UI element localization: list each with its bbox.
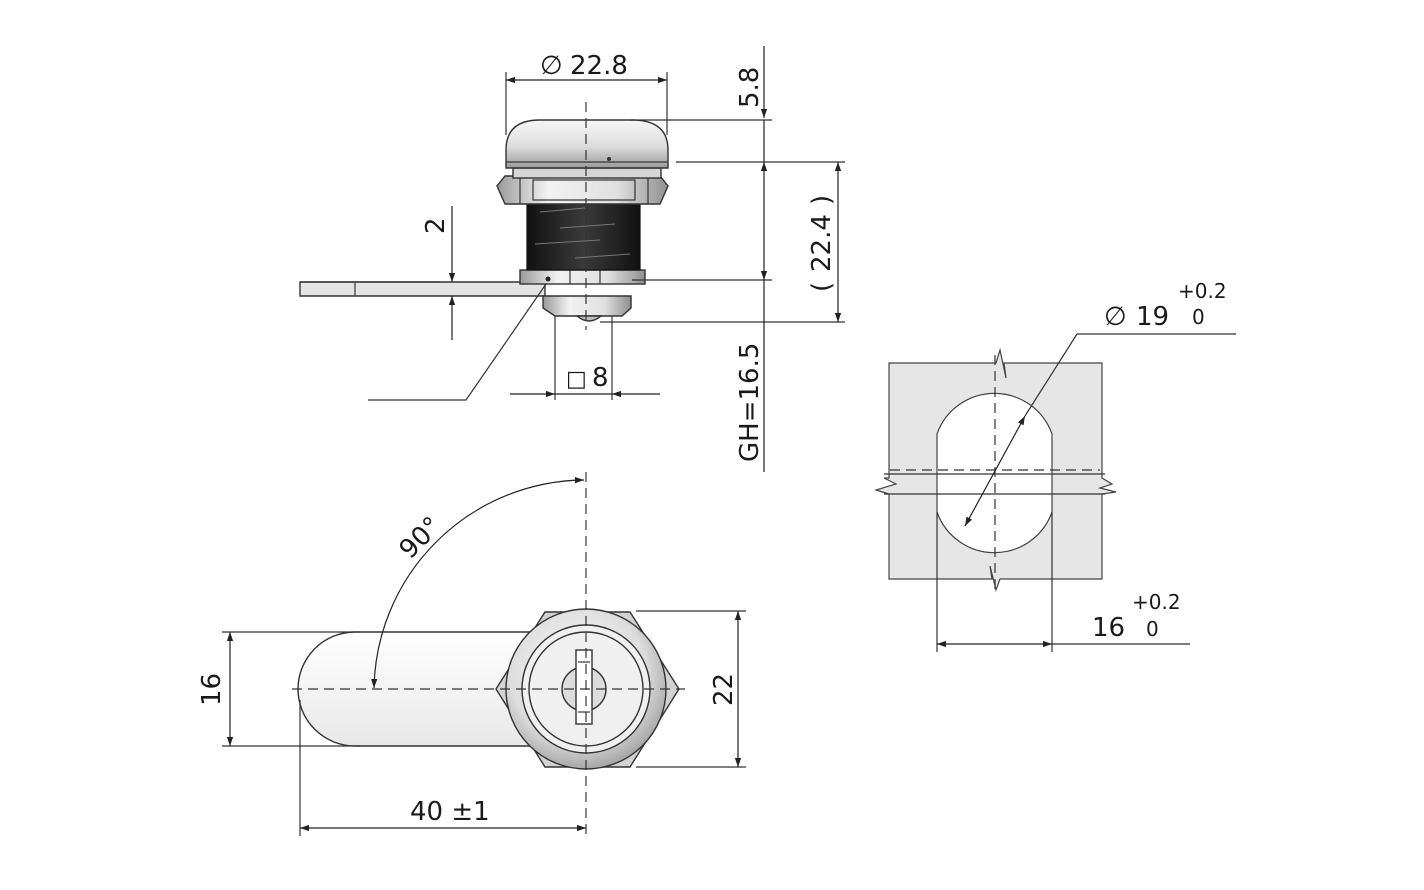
- dim-length-40: 40 ±1: [410, 797, 490, 827]
- square-symbol: □: [566, 367, 587, 392]
- cam-plate: [299, 281, 546, 297]
- tol-16-upper: +0.2: [1132, 590, 1181, 614]
- dim-grip-height: GH=16.5: [735, 343, 765, 462]
- dim-head-22: 22: [709, 673, 739, 706]
- diameter-symbol-22-8: ∅: [540, 51, 563, 81]
- dim-arm-width-16: 16: [197, 673, 227, 706]
- dim-diameter-19: 19: [1136, 302, 1169, 332]
- tol-19-upper: +0.2: [1178, 279, 1227, 303]
- dim-22-4: 22.4: [807, 214, 837, 272]
- threaded-body: [526, 199, 641, 271]
- dim-thickness-2: 2: [421, 217, 451, 234]
- paren-close-22-4: ): [807, 195, 837, 205]
- lower-collar: [519, 269, 646, 285]
- panel-cutout: ∅ 19 +0.2 0 16 +0.2 0: [873, 279, 1236, 652]
- front-view: [292, 472, 685, 836]
- spindle: [542, 295, 632, 317]
- dim-diameter-22-8: 22.8: [570, 51, 628, 81]
- key-slot-icon: [575, 649, 593, 725]
- side-view: [299, 102, 669, 330]
- side-view-dimensions: ∅ 22.8 5.8 GH=16.5 22.4 ( ) 2 □ 8: [300, 46, 845, 472]
- diameter-symbol-19: ∅: [1104, 302, 1127, 332]
- tol-19-lower: 0: [1192, 305, 1205, 329]
- dim-square-8: 8: [592, 363, 609, 393]
- tol-16-lower: 0: [1146, 617, 1159, 641]
- dim-flat-16: 16: [1092, 613, 1125, 643]
- dim-angle-90: 90°: [394, 511, 448, 565]
- paren-open-22-4: (: [807, 282, 837, 292]
- washer: [512, 167, 662, 179]
- dim-5-8: 5.8: [735, 67, 765, 108]
- head-cap: [505, 119, 669, 169]
